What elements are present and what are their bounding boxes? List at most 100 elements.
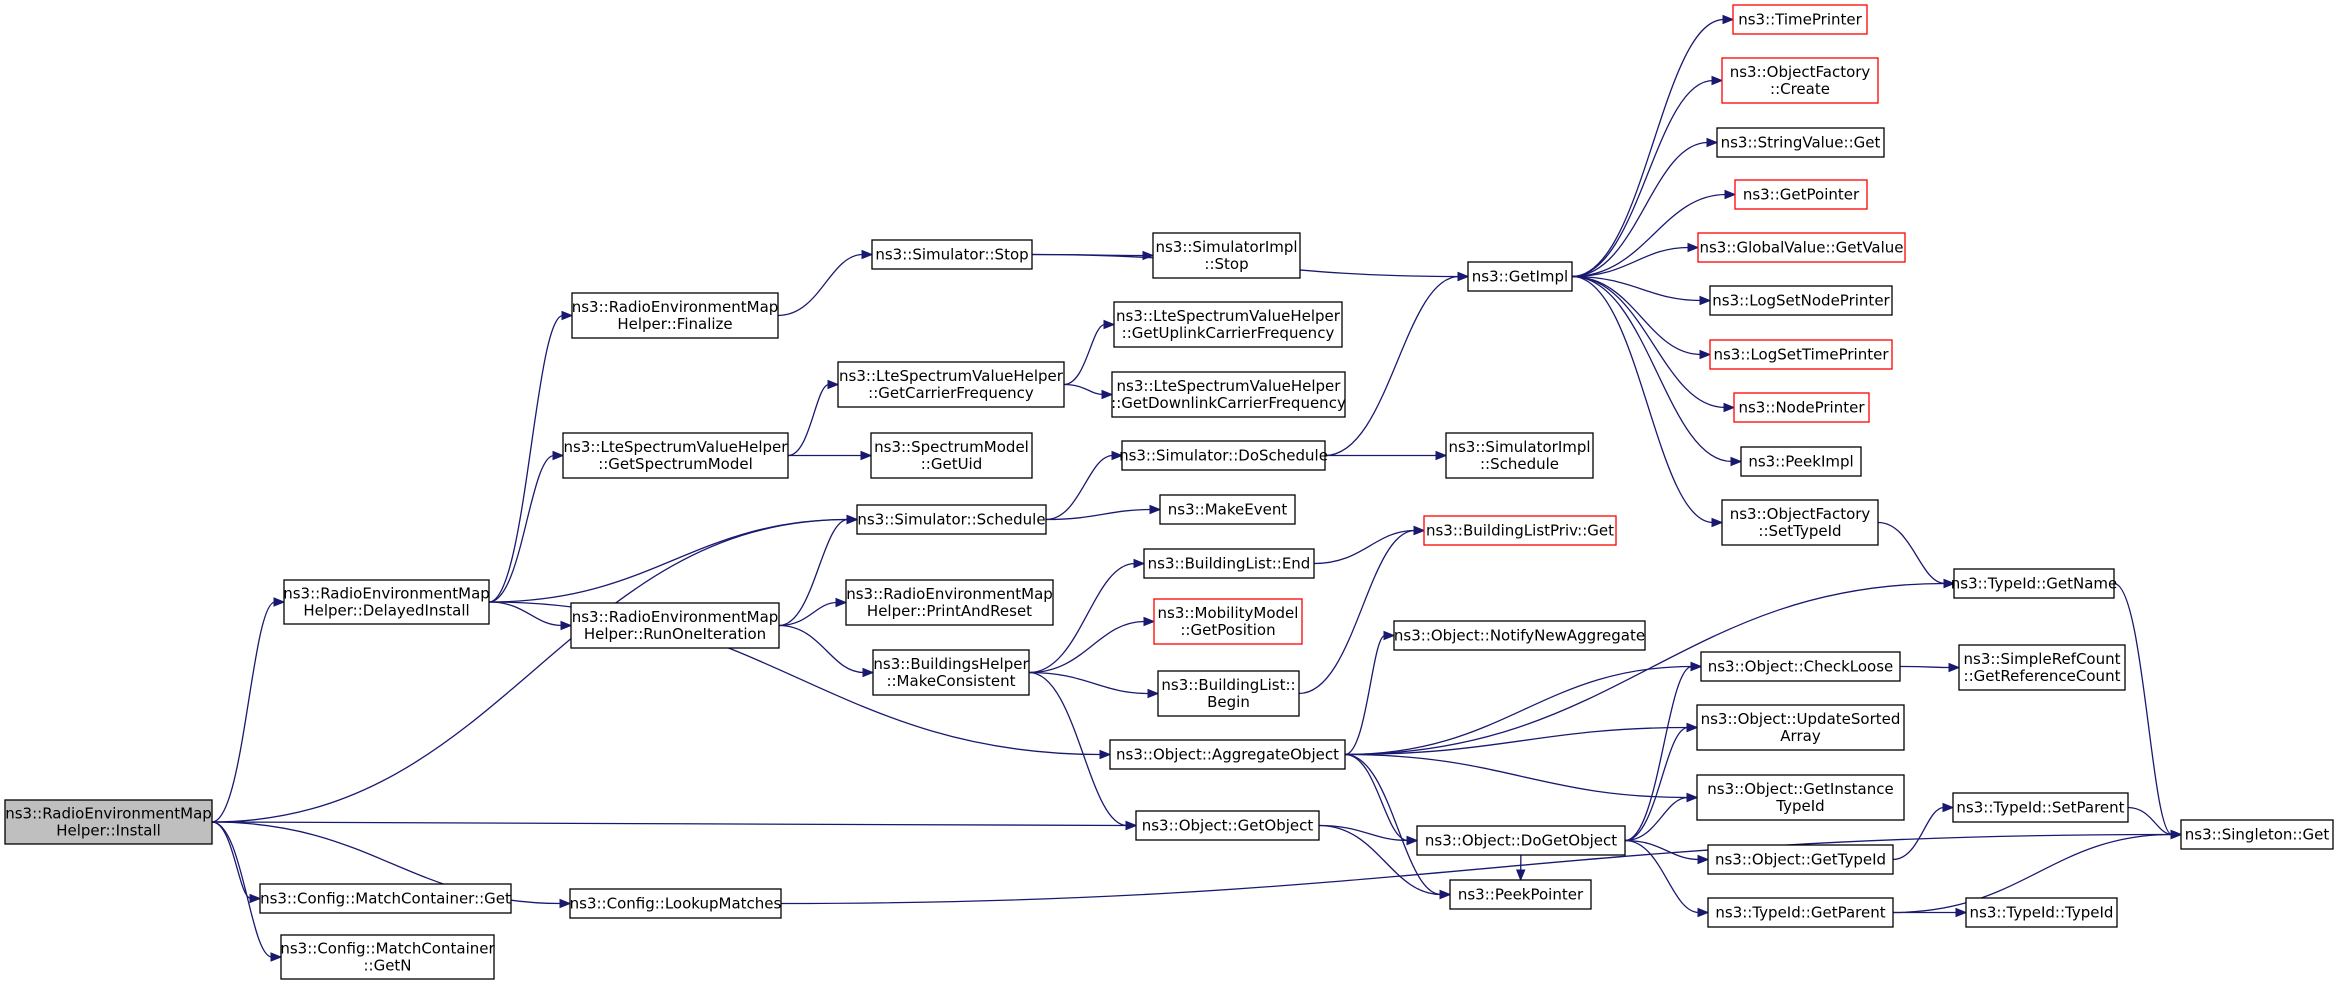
function-node-singleton[interactable]: ns3::Singleton::Get	[2180, 819, 2334, 850]
function-node-gettypeid[interactable]: ns3::Object::GetTypeId	[1707, 844, 1894, 875]
function-node-uplink[interactable]: ns3::LteSpectrumValueHelper::GetUplinkCa…	[1113, 301, 1343, 348]
node-box	[1152, 232, 1301, 279]
call-edge-line	[1892, 806, 1945, 861]
call-edge-line	[1344, 753, 1409, 842]
node-box	[1449, 879, 1592, 910]
function-node-gvgetvalue[interactable]: ns3::GlobalValue::GetValue	[1697, 232, 1906, 263]
node-label: ns3::BuildingList::End	[1148, 555, 1311, 573]
function-node-implstop[interactable]: ns3::SimulatorImpl::Stop	[1152, 232, 1301, 279]
function-node-schedule[interactable]: ns3::Simulator::Schedule	[856, 504, 1047, 535]
function-node-mcgetn[interactable]: ns3::Config::MatchContainer::GetN	[280, 934, 495, 980]
function-node-simstop[interactable]: ns3::Simulator::Stop	[871, 239, 1033, 270]
call-edge	[1571, 137, 1719, 278]
call-edge-line	[488, 454, 555, 603]
function-node-delayed[interactable]: ns3::RadioEnvironmentMapHelper::DelayedI…	[283, 579, 490, 625]
call-edge-line	[1571, 18, 1725, 278]
function-node-specuid[interactable]: ns3::SpectrumModel::GetUid	[870, 432, 1033, 479]
call-edge-line	[1571, 275, 1726, 409]
function-node-lognode[interactable]: ns3::LogSetNodePrinter	[1709, 285, 1893, 316]
function-node-timeprinter[interactable]: ns3::TimePrinter	[1732, 4, 1868, 35]
node-box	[1733, 392, 1870, 423]
node-label: ns3::LogSetNodePrinter	[1712, 292, 1890, 310]
arrowhead-icon	[1143, 616, 1156, 627]
arrowhead-icon	[1147, 688, 1160, 699]
function-node-downlink[interactable]: ns3::LteSpectrumValueHelper::GetDownlink…	[1111, 371, 1346, 418]
call-edge	[1028, 671, 1160, 699]
node-label: ::MakeConsistent	[886, 672, 1015, 690]
node-label: ns3::MobilityModel	[1158, 604, 1299, 622]
call-edge-line	[1324, 275, 1460, 457]
function-node-blend[interactable]: ns3::BuildingList::End	[1143, 548, 1315, 579]
call-edge	[1318, 824, 1419, 846]
function-node-mcget[interactable]: ns3::Config::MatchContainer::Get	[259, 883, 512, 914]
call-edge	[488, 310, 574, 603]
function-node-doschedule[interactable]: ns3::Simulator::DoSchedule	[1119, 440, 1328, 471]
node-label: ns3::RadioEnvironmentMap	[5, 805, 212, 823]
node-label: ::GetCarrierFrequency	[868, 384, 1034, 402]
node-label: ns3::Object::DoGetObject	[1425, 832, 1617, 850]
function-node-blbegin[interactable]: ns3::BuildingList::Begin	[1157, 670, 1300, 717]
call-edge-line	[1063, 383, 1104, 396]
call-edge	[1045, 450, 1124, 521]
call-edge	[1571, 242, 1700, 278]
node-box	[569, 888, 782, 919]
call-edge-line	[787, 383, 830, 457]
function-node-peekpointer[interactable]: ns3::PeekPointer	[1449, 879, 1592, 910]
node-box	[871, 239, 1033, 270]
node-label: ns3::Object::NotifyNewAggregate	[1394, 627, 1645, 645]
function-node-refcount[interactable]: ns3::SimpleRefCount::GetReferenceCount	[1958, 644, 2126, 691]
function-node-peekimpl[interactable]: ns3::PeekImpl	[1740, 446, 1862, 477]
function-node-runone[interactable]: ns3::RadioEnvironmentMapHelper::RunOneIt…	[570, 602, 780, 649]
call-edge	[488, 514, 859, 603]
function-node-getpointer[interactable]: ns3::GetPointer	[1734, 179, 1868, 210]
function-node-blpriv[interactable]: ns3::BuildingListPriv::Get	[1423, 515, 1617, 546]
function-node-getparent[interactable]: ns3::TypeId::GetParent	[1707, 897, 1894, 928]
call-edge-line	[1028, 671, 1150, 695]
node-label: ns3::BuildingList::	[1161, 676, 1295, 694]
call-edge-line	[1892, 833, 2173, 914]
call-edge-line	[1571, 275, 1714, 524]
call-edge-line	[488, 601, 563, 627]
node-label: ns3::SimpleRefCount	[1964, 650, 2121, 668]
node-label: ns3::GetPointer	[1743, 186, 1860, 204]
node-label: ns3::LogSetTimePrinter	[1713, 346, 1889, 364]
function-node-logtime[interactable]: ns3::LogSetTimePrinter	[1709, 339, 1893, 370]
function-node-getobject[interactable]: ns3::Object::GetObject	[1135, 810, 1320, 841]
function-node-getname[interactable]: ns3::TypeId::GetName	[1951, 568, 2117, 599]
arrowhead-icon	[1711, 75, 1724, 86]
call-edge-line	[1045, 454, 1114, 521]
function-node-printreset[interactable]: ns3::RadioEnvironmentMapHelper::PrintAnd…	[845, 579, 1054, 626]
function-node-nodeprinter[interactable]: ns3::NodePrinter	[1733, 392, 1870, 423]
node-box	[1423, 515, 1617, 546]
node-box	[1721, 57, 1879, 104]
call-edge-line	[1624, 796, 1689, 842]
function-node-dogetobject[interactable]: ns3::Object::DoGetObject	[1416, 825, 1626, 856]
function-node-lookup[interactable]: ns3::Config::LookupMatches	[569, 888, 782, 919]
function-node-mobility[interactable]: ns3::MobilityModel::GetPosition	[1153, 598, 1303, 645]
function-node-aggregate[interactable]: ns3::Object::AggregateObject	[1109, 739, 1346, 770]
function-node-setparent[interactable]: ns3::TypeId::SetParent	[1952, 792, 2129, 823]
function-node-getimpl[interactable]: ns3::GetImpl	[1467, 261, 1573, 292]
function-node-ofsettype[interactable]: ns3::ObjectFactory::SetTypeId	[1721, 499, 1879, 546]
function-node-implschedule[interactable]: ns3::SimulatorImpl::Schedule	[1445, 432, 1594, 479]
function-node-checkloose[interactable]: ns3::Object::CheckLoose	[1700, 651, 1901, 682]
node-box	[1111, 371, 1346, 418]
function-node-ofcreate[interactable]: ns3::ObjectFactory::Create	[1721, 57, 1879, 104]
call-edge	[787, 379, 840, 457]
function-node-makeconsist[interactable]: ns3::BuildingsHelper::MakeConsistent	[872, 649, 1030, 696]
node-label: Helper::DelayedInstall	[303, 602, 469, 620]
function-node-makeevent[interactable]: ns3::MakeEvent	[1159, 494, 1296, 525]
function-node-notifyagg[interactable]: ns3::Object::NotifyNewAggregate	[1393, 620, 1646, 651]
node-box	[1696, 774, 1905, 821]
function-node-getspectrum[interactable]: ns3::LteSpectrumValueHelper::GetSpectrum…	[562, 432, 789, 479]
function-node-stringget[interactable]: ns3::StringValue::Get	[1716, 127, 1885, 158]
call-edge	[488, 450, 565, 603]
function-node-typeidtypeid[interactable]: ns3::TypeId::TypeId	[1965, 897, 2118, 928]
node-box	[1159, 494, 1296, 525]
function-node-carrier[interactable]: ns3::LteSpectrumValueHelper::GetCarrierF…	[837, 361, 1065, 408]
